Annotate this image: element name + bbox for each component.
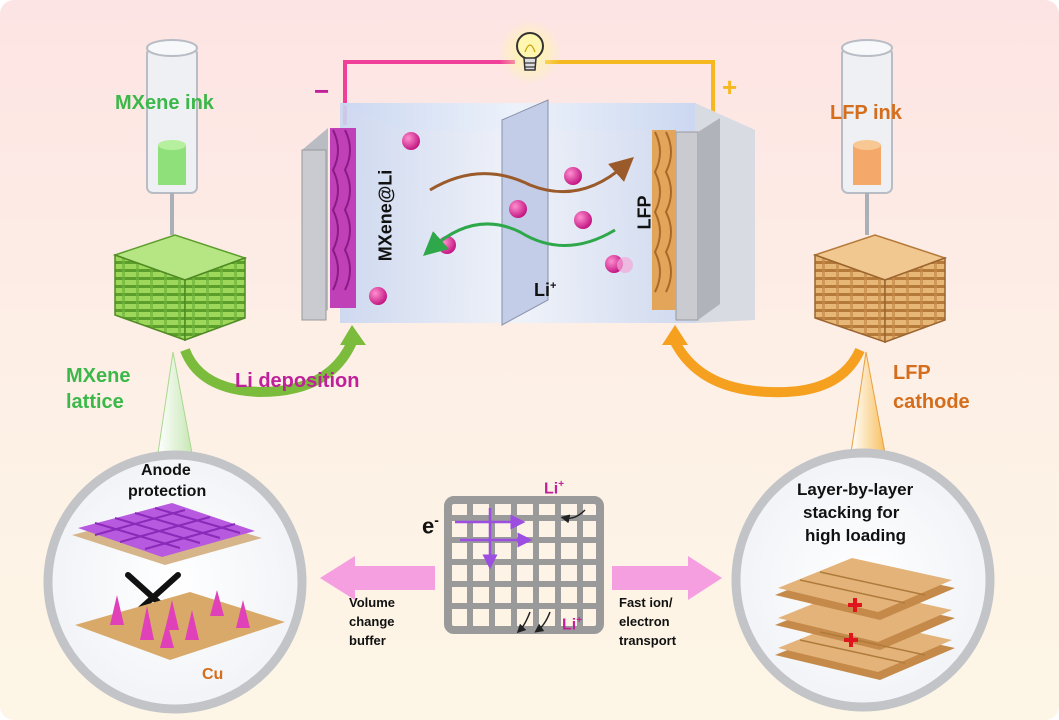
fast-transport-label-1: Fast ion/ [619, 595, 673, 610]
li-ion-text: Li [534, 280, 550, 300]
anode-protection-label-2: protection [128, 483, 207, 500]
lithium-dendrites [110, 590, 250, 648]
mesh-li-ion-label-bottom: Li+ [562, 615, 582, 634]
cu-label: Cu [202, 666, 224, 683]
copper-foil [75, 592, 285, 660]
anode-protection-label-1: Anode [141, 462, 191, 479]
mesh-li-charge-top: + [558, 479, 565, 490]
li-deposition-arrow [180, 339, 357, 398]
mesh-li-text-top: Li [544, 480, 559, 498]
mesh-li-ion-label-top: Li+ [544, 479, 564, 498]
positive-wire [545, 60, 715, 125]
stacking-label-3: high loading [805, 526, 907, 545]
fast-transport-label-3: transport [619, 633, 677, 648]
volume-buffer-arrow [320, 556, 435, 600]
battery-cell [301, 99, 755, 326]
mesh-li-text-bottom: Li [562, 616, 577, 634]
cathode-lfp-label: LFP [634, 195, 655, 230]
mxene-ink-label: MXene ink [115, 92, 214, 114]
anode-mxene-li [330, 128, 356, 308]
li-deposition-label: Li deposition [235, 370, 360, 392]
discharge-arrow [423, 222, 616, 256]
charge-arrow [429, 157, 634, 194]
volume-buffer-label-1: Volume [349, 595, 395, 610]
stacked-layers [775, 558, 955, 680]
plus-terminal: + [722, 72, 738, 102]
minus-terminal: − [314, 76, 330, 106]
cathode-arrow [670, 339, 865, 398]
mesh-li-charge-bottom: + [576, 615, 583, 626]
volume-buffer-label-2: change [349, 614, 395, 629]
anode-protection-circle [43, 450, 307, 714]
lfp-cube [812, 234, 948, 344]
electron-text: e [422, 513, 435, 539]
electron-label: e- [422, 512, 439, 539]
anode-mxene-li-label: MXene@Li [375, 169, 396, 262]
mxene-lattice-label-1: MXene [66, 365, 131, 387]
li-ion-charge: + [550, 280, 557, 292]
cathode-lfp [652, 130, 676, 310]
lattice-mesh [444, 496, 604, 634]
lfp-cathode-label-1: LFP [893, 362, 931, 384]
stacking-label-1: Layer-by-layer [797, 480, 914, 499]
fast-transport-label-2: electron [619, 614, 670, 629]
volume-buffer-label-3: buffer [349, 633, 386, 648]
lfp-ink-label: LFP ink [830, 102, 902, 124]
mxene-lattice-label-2: lattice [66, 391, 124, 413]
fast-transport-arrow [612, 556, 722, 600]
mxene-lattice-cube [112, 234, 248, 342]
li-ion-label: Li+ [534, 280, 556, 301]
stacking-label-2: stacking for [803, 503, 900, 522]
syringe-icon [841, 39, 893, 235]
syringe-icon [146, 39, 198, 235]
light-bulb-icon [498, 20, 562, 84]
electron-charge: - [434, 512, 439, 528]
lfp-cathode-label-2: cathode [893, 391, 970, 413]
